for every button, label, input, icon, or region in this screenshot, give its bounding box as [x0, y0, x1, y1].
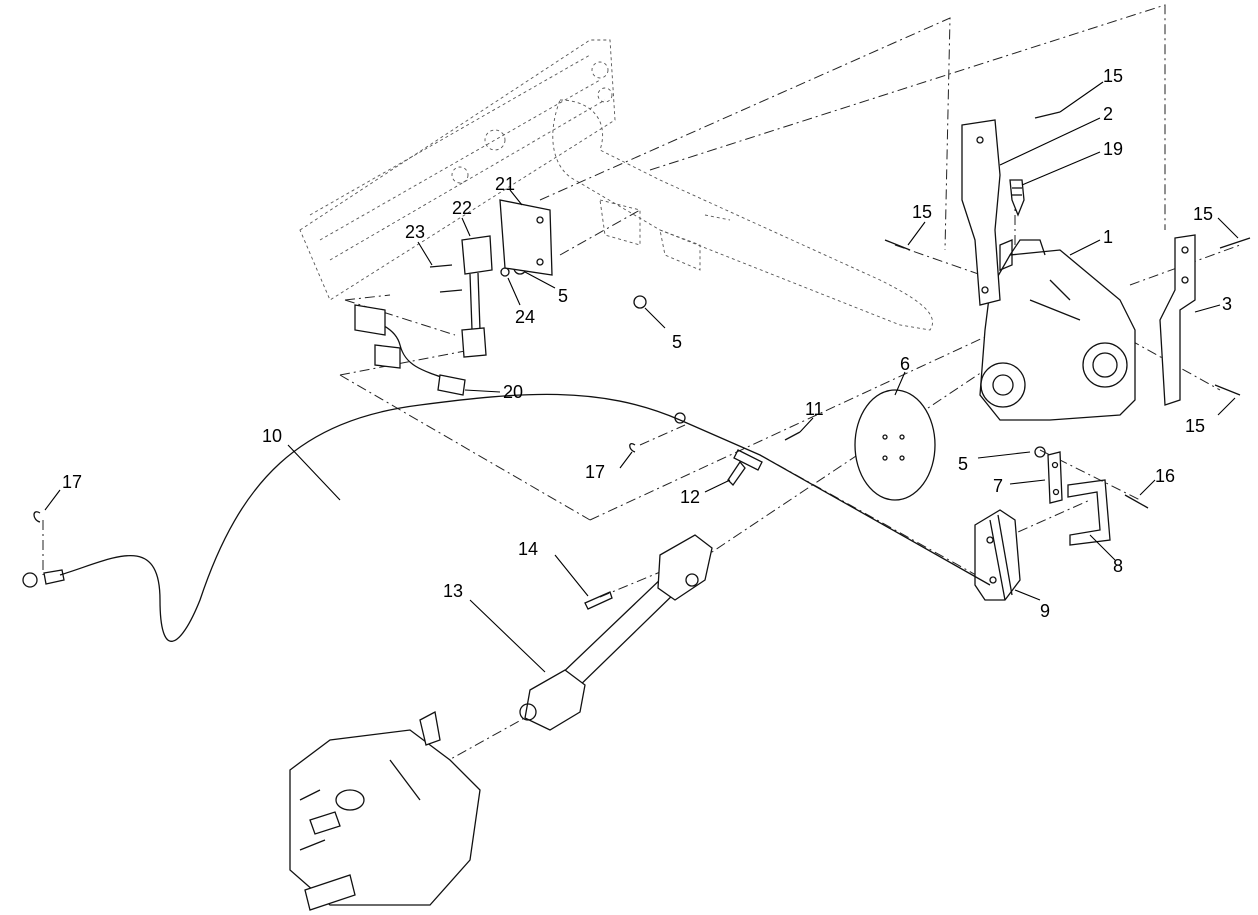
- part-23-screw-b: [439, 289, 463, 293]
- label-24: 24: [515, 307, 535, 327]
- label-14: 14: [518, 539, 538, 559]
- label-15: 15: [1103, 66, 1123, 86]
- part-16-bolt: [1124, 494, 1149, 509]
- label-3: 3: [1222, 294, 1232, 314]
- label-11: 11: [805, 399, 824, 419]
- part-23-screw-a: [429, 264, 453, 268]
- label-6: 6: [900, 354, 910, 374]
- part-11-plate: [733, 449, 763, 471]
- label-2: 2: [1103, 104, 1113, 124]
- part-20-harness: [354, 304, 466, 396]
- label-15: 15: [1185, 416, 1205, 436]
- label-8: 8: [1113, 556, 1123, 576]
- part-19-fitting: [1009, 179, 1025, 217]
- part-21-bracket: [499, 199, 553, 276]
- part-24-washer: [500, 267, 510, 277]
- label-17: 17: [585, 462, 605, 482]
- label-21: 21: [495, 174, 515, 194]
- label-5: 5: [672, 332, 682, 352]
- part-14-bolt: [584, 591, 613, 610]
- part-11-screw: [784, 431, 801, 441]
- label-5: 5: [958, 454, 968, 474]
- label-19: 19: [1103, 139, 1123, 159]
- part-10-cable: [22, 393, 991, 642]
- part-8-clip: [1067, 479, 1111, 546]
- label-16: 16: [1155, 466, 1175, 486]
- part-15-bolt-d: [1214, 384, 1241, 396]
- label-10: 10: [262, 426, 282, 446]
- part-1-gearbox: [979, 239, 1136, 421]
- part-15-bolt-b: [884, 239, 911, 251]
- part-7-spacer: [1047, 451, 1063, 504]
- label-12: 12: [680, 487, 700, 507]
- part-5-nut-a: [1034, 446, 1046, 458]
- part-9-caliper: [974, 509, 1021, 601]
- part-17-clip-a: [629, 443, 636, 453]
- part-12-pin: [727, 460, 746, 487]
- label-15: 15: [912, 202, 932, 222]
- label-13: 13: [443, 581, 463, 601]
- part-2-bracket: [961, 119, 1001, 306]
- part-15-bolt-a: [1034, 111, 1061, 119]
- fasteners: [33, 111, 1251, 610]
- label-1: 1: [1103, 227, 1113, 247]
- leader-lines: [44, 81, 1239, 673]
- callout-labels: 15 2 19 1 15 3 15 15 6 5 7 8 16 9 11 12 …: [62, 66, 1232, 621]
- label-23: 23: [405, 222, 425, 242]
- part-22-switch: [461, 235, 493, 358]
- part-13-driveshaft: [519, 534, 713, 731]
- label-17: 17: [62, 472, 82, 492]
- label-20: 20: [503, 382, 523, 402]
- label-5: 5: [558, 286, 568, 306]
- label-9: 9: [1040, 601, 1050, 621]
- frame-phantom: [299, 39, 933, 331]
- part-17-clip-b: [33, 511, 41, 523]
- part-3-bracket: [1159, 234, 1196, 406]
- label-22: 22: [452, 198, 472, 218]
- part-15-bolt-c: [1219, 237, 1251, 249]
- label-15: 15: [1193, 204, 1213, 224]
- part-6-disc: [854, 389, 936, 501]
- label-7: 7: [993, 476, 1003, 496]
- transmission-unit: [289, 711, 481, 911]
- part-5-nut-c: [633, 295, 647, 309]
